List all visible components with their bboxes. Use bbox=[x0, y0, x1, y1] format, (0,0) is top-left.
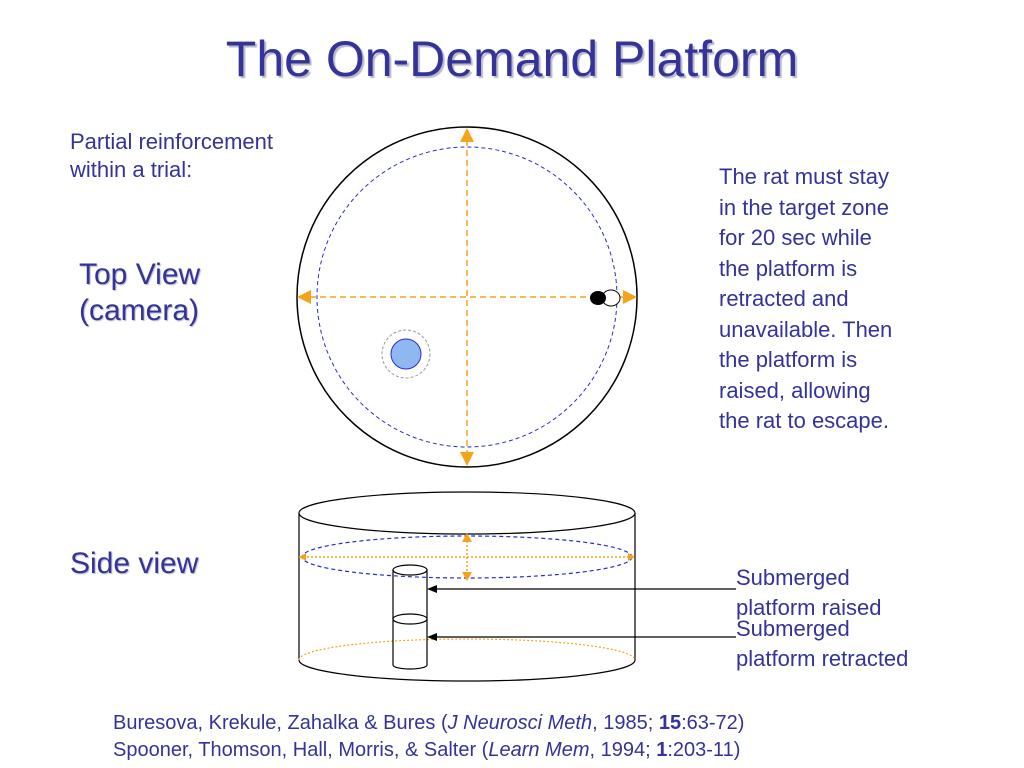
references: Buresova, Krekule, Zahalka & Bures (J Ne… bbox=[113, 710, 744, 764]
platform-icon bbox=[390, 338, 422, 370]
description-line: raised, allowing bbox=[719, 377, 871, 403]
platform-base bbox=[392, 664, 428, 670]
description-text: The rat must stay in the target zone for… bbox=[719, 162, 959, 437]
top-view-line-2: (camera) bbox=[79, 294, 200, 327]
platform-top-raised bbox=[392, 564, 428, 576]
retracted-line-2: platform retracted bbox=[736, 646, 909, 671]
description-line: the platform is bbox=[719, 255, 858, 281]
arrow-right-icon bbox=[628, 553, 635, 561]
platform-retracted-label: Submerged platform retracted bbox=[736, 614, 908, 674]
side-view-label: Side view bbox=[70, 547, 199, 580]
description-line: the platform is bbox=[719, 347, 858, 372]
description-line: unavailable. Then bbox=[719, 316, 893, 342]
description-line: retracted and bbox=[719, 286, 849, 311]
reference-pages: :63-72) bbox=[681, 712, 745, 734]
rat-head-icon bbox=[590, 291, 606, 305]
platform-zone-circle bbox=[381, 329, 431, 379]
arrow-down-icon bbox=[460, 452, 474, 466]
reference-journal: Learn Mem bbox=[488, 739, 590, 761]
tank-top-rim bbox=[298, 491, 636, 535]
reference-volume: 1 bbox=[656, 739, 668, 761]
reference-year: , 1994; bbox=[589, 739, 657, 761]
reference-year: , 1985; bbox=[592, 712, 659, 734]
slide-title: The On-Demand Platform bbox=[225, 31, 799, 87]
arrow-left-icon bbox=[297, 290, 311, 304]
side-view-diagram bbox=[298, 491, 736, 682]
partial-line-1: Partial reinforcement bbox=[70, 129, 273, 154]
arrow-right-icon bbox=[623, 290, 637, 304]
tank-bottom-front bbox=[298, 659, 636, 682]
raised-pointer-arrow-icon bbox=[427, 585, 437, 593]
arrow-down-icon bbox=[462, 572, 472, 581]
description-line: for 20 sec while bbox=[719, 225, 872, 250]
reference-authors: Buresova, Krekule, Zahalka & Bures ( bbox=[113, 712, 448, 734]
reference-authors: Spooner, Thomson, Hall, Morris, & Salter… bbox=[113, 739, 489, 761]
partial-line-2: within a trial: bbox=[70, 157, 193, 182]
description-line: in the target zone bbox=[719, 194, 890, 220]
arrow-up-icon bbox=[462, 533, 472, 542]
description-line: the rat to escape. bbox=[719, 408, 889, 433]
arrow-left-icon bbox=[299, 553, 306, 561]
reference-volume: 15 bbox=[658, 712, 682, 734]
reference-journal: J Neurosci Meth bbox=[447, 712, 593, 734]
arrow-up-icon bbox=[460, 128, 474, 142]
raised-line-1: Submerged bbox=[736, 565, 850, 590]
retracted-pointer-arrow-icon bbox=[427, 633, 437, 641]
raised-line-2: platform raised bbox=[736, 595, 882, 620]
reference-item: Spooner, Thomson, Hall, Morris, & Salter… bbox=[113, 737, 744, 764]
reference-pages: :203-11) bbox=[667, 739, 741, 761]
top-view-line-1: Top View bbox=[79, 258, 201, 291]
description-line: The rat must stay bbox=[719, 164, 889, 189]
platform-raised-label: Submerged platform raised bbox=[736, 563, 882, 623]
platform-top-retracted bbox=[392, 613, 428, 625]
retracted-line-1: Submerged bbox=[736, 616, 850, 641]
tank-bottom-back bbox=[298, 638, 636, 661]
reference-item: Buresova, Krekule, Zahalka & Bures (J Ne… bbox=[113, 710, 744, 737]
top-view-diagram bbox=[296, 126, 638, 468]
partial-reinforcement-label: Partial reinforcement within a trial: bbox=[70, 128, 273, 184]
top-view-label: Top View (camera) bbox=[79, 257, 200, 329]
